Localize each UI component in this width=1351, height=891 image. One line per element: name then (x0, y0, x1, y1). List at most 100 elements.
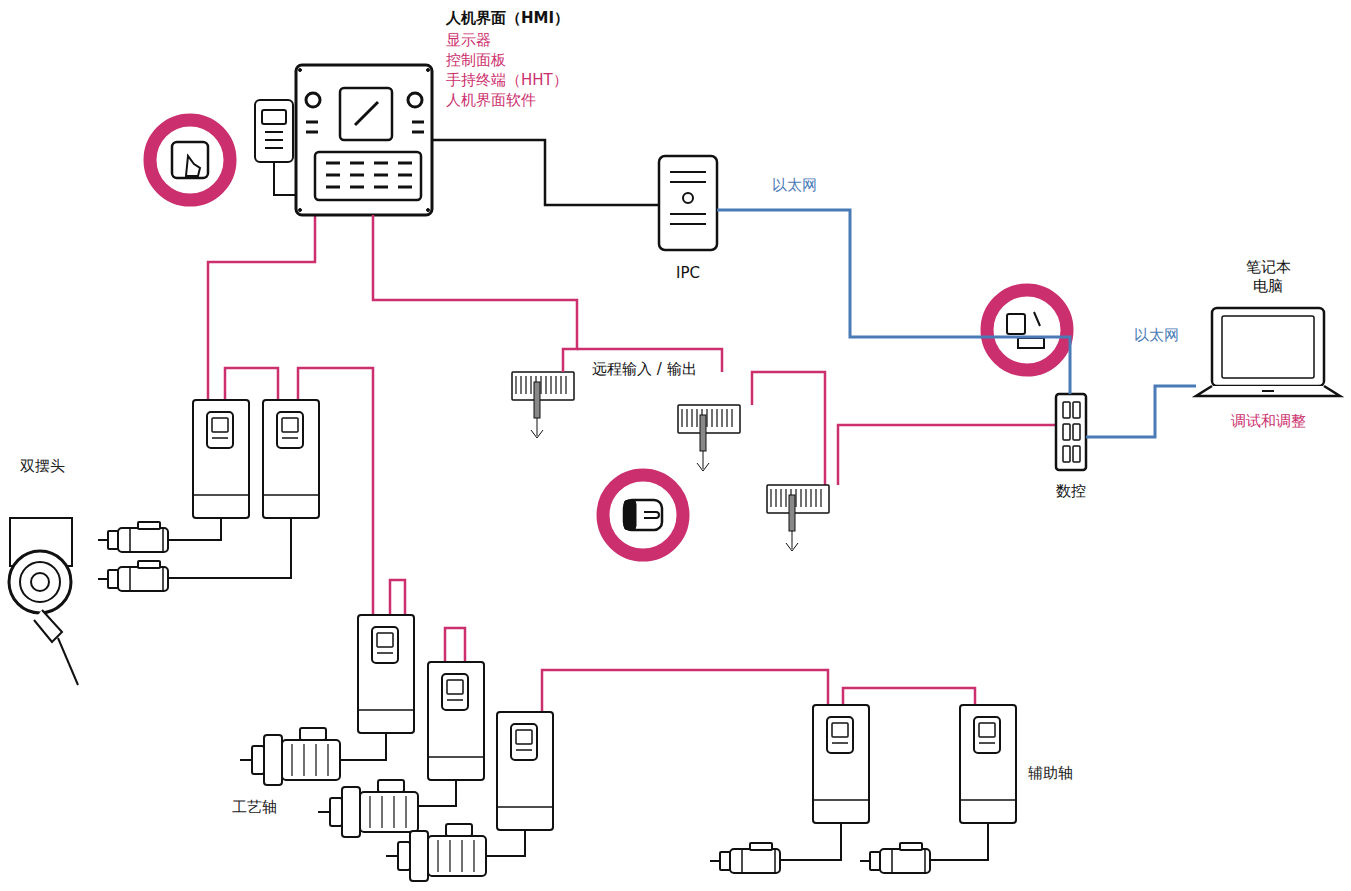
wire (186, 156, 200, 176)
shape (398, 842, 410, 870)
wire (726, 409, 727, 427)
shape (516, 730, 532, 744)
node-label: 远程输入 / 输出 (592, 360, 697, 379)
shape (138, 522, 160, 529)
wire (398, 174, 412, 177)
shape (512, 372, 574, 400)
wire (350, 174, 364, 177)
shape (342, 787, 360, 837)
wire (711, 409, 712, 427)
wire (449, 840, 450, 872)
shape (1073, 402, 1080, 418)
wire (282, 437, 298, 439)
circle (299, 209, 302, 212)
wire (540, 376, 541, 394)
shape (1073, 424, 1080, 440)
shape (446, 824, 472, 836)
wire (820, 489, 821, 507)
wire (374, 162, 388, 165)
shape (282, 418, 298, 432)
node-box: IPC (659, 156, 717, 250)
wire (560, 376, 561, 394)
connector (432, 140, 659, 205)
wire (838, 425, 1055, 485)
wire (315, 744, 316, 776)
wire (497, 806, 553, 808)
wire (706, 409, 707, 427)
wire (374, 174, 388, 177)
shape (282, 740, 340, 780)
node-label: 人机界面（HMI） (446, 9, 569, 28)
shape (358, 615, 414, 733)
wire (813, 799, 869, 801)
node-label: 控制面板 (446, 51, 506, 70)
shape (1212, 308, 1324, 386)
wire (785, 489, 786, 507)
shape (832, 723, 848, 737)
shape (118, 567, 168, 591)
edge-label: 以太网 (770, 176, 819, 195)
shape (974, 717, 1000, 753)
shape (1063, 424, 1070, 440)
wire (731, 409, 732, 427)
shape (979, 723, 995, 737)
shape (300, 728, 326, 740)
wire (1262, 390, 1274, 392)
wire (461, 840, 462, 872)
wire (795, 489, 796, 507)
shape (1073, 446, 1080, 462)
shape (340, 88, 392, 140)
wire (550, 376, 551, 394)
wire (565, 376, 566, 394)
wire (318, 811, 330, 813)
wire (350, 186, 364, 189)
wire (326, 186, 340, 189)
wire (326, 174, 340, 177)
shape (193, 400, 249, 518)
circle (603, 475, 683, 555)
circle (427, 69, 430, 72)
wire (212, 437, 228, 439)
wire (225, 368, 278, 400)
wire (1018, 312, 1044, 348)
shape (750, 843, 772, 850)
circle (299, 69, 302, 72)
shape (1007, 314, 1025, 334)
wire (716, 409, 717, 427)
wire (265, 131, 283, 133)
wire (265, 139, 283, 141)
shape (678, 405, 740, 433)
shape (1056, 394, 1086, 470)
node-label: 人机界面软件 (446, 91, 536, 110)
shape (428, 836, 486, 876)
wire (892, 849, 925, 873)
wire (670, 172, 706, 182)
wire (832, 742, 848, 744)
wire (770, 489, 771, 507)
shape (378, 780, 404, 792)
shape (534, 382, 540, 418)
circle (408, 93, 422, 107)
circle (20, 562, 60, 602)
wire (742, 849, 775, 873)
shape (960, 705, 1016, 823)
wire (306, 122, 424, 132)
shape (700, 415, 706, 451)
wire (810, 489, 811, 507)
wire (34, 610, 62, 642)
shape (263, 400, 319, 518)
shape (720, 852, 730, 870)
wire (860, 860, 870, 862)
wire (193, 494, 249, 496)
wire (473, 840, 474, 872)
shape (624, 500, 636, 530)
shape (870, 852, 880, 870)
wire (721, 409, 722, 427)
shape (880, 849, 930, 873)
wire (686, 409, 687, 427)
node-box: 笔记本 电脑调试和调整 (1196, 308, 1340, 396)
shape (108, 570, 118, 588)
wire (393, 796, 394, 828)
wire (326, 162, 340, 165)
